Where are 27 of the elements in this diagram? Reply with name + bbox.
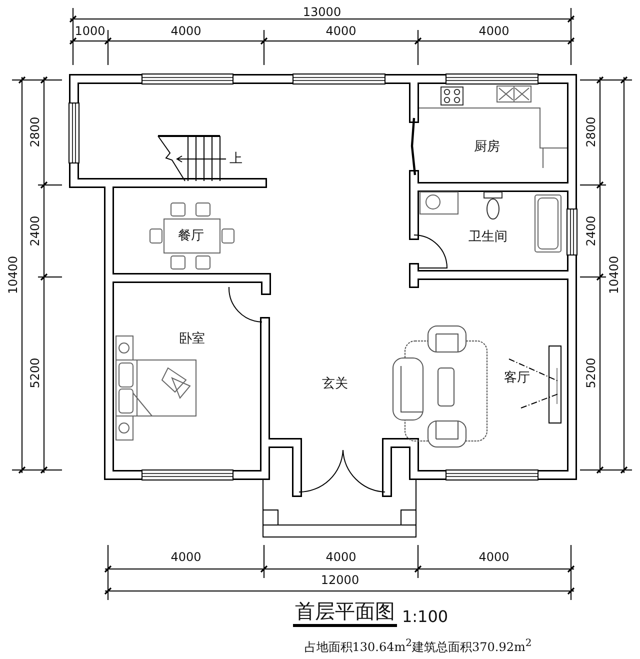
dimension-text: 2400 [29,216,41,246]
dimension-text: 12000 [320,574,360,586]
room-label: 客厅 [504,372,530,384]
dimension-text: 4000 [478,25,510,37]
stair-direction-label: 上 [230,152,242,166]
dimension-text: 4000 [170,25,202,37]
dimension-text: 1000 [74,25,106,37]
dimension-text: 2400 [585,216,597,246]
room-label: 厨房 [474,140,500,154]
room-label: 卧室 [179,332,205,346]
area-note: 占地面积130.64m$^{2}$建筑总面积370.92m$^{2}$ [304,639,532,653]
dimension-text: 4000 [326,551,356,563]
dimension-text: 5200 [29,358,41,388]
dimension-text: 13000 [302,6,342,18]
dimension-text: 10400 [7,256,19,294]
dimension-text: 4000 [170,551,202,563]
room-label: 卫生间 [468,230,508,244]
scale-text: 1:100 [402,609,448,625]
dimension-text: 4000 [326,25,356,37]
dimension-text: 5200 [585,358,597,388]
drawing-title: 首层平面图 [293,600,397,627]
room-label: 餐厅 [178,230,204,242]
dimension-text: 4000 [478,551,510,563]
room-label: 玄关 [322,378,348,390]
dimension-text: 2800 [29,116,41,148]
dimension-text: 10400 [608,256,620,294]
dimension-text: 2800 [585,116,597,148]
